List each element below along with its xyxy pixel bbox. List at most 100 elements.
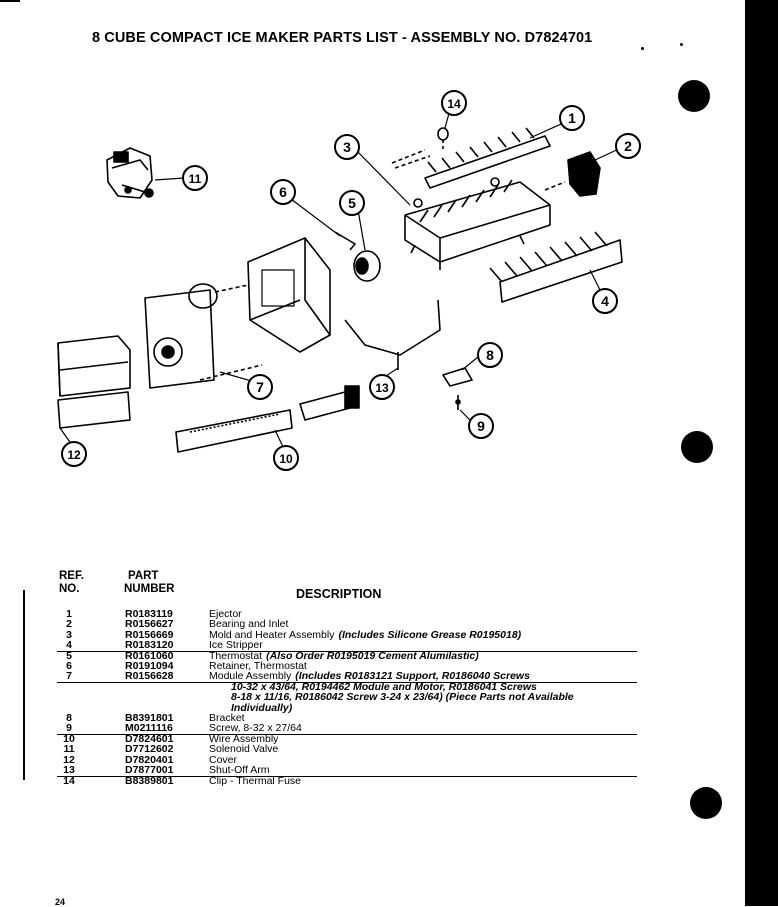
part-description: Clip - Thermal Fuse [209,774,635,787]
table-row: 12 D7820401 Cover [55,753,635,766]
callout-13: 13 [369,374,395,400]
callout-8: 8 [477,342,503,368]
description-text: Screw, 8-32 x 27/64 [209,722,302,735]
ref-number: 11 [63,743,75,756]
ref-number: 9 [66,722,72,735]
description-text: Ice Stripper [209,639,263,652]
callout-4: 4 [592,288,618,314]
callout-14: 14 [441,90,467,116]
part-description: Ice Stripper [209,639,635,652]
exploded-parts-diagram: 1 2 3 4 5 6 7 8 9 10 11 12 13 14 [57,90,641,471]
description-text: Thermostat [209,649,263,662]
svg-text:9: 9 [477,418,485,434]
svg-text:14: 14 [447,97,461,111]
part-number: R0161060 [125,649,174,662]
ref-number: 4 [66,639,72,652]
header-ref: REF.NO. [59,570,84,595]
svg-text:3: 3 [343,139,351,155]
ref-number: 14 [63,774,75,787]
part-description: Mold and Heater Assembly(Includes Silico… [209,628,635,641]
part-number: R0183120 [125,639,174,652]
ice-stripper-drawing [489,231,623,303]
part-description: Bracket [209,713,635,724]
bracket-drawing [442,367,473,387]
svg-text:11: 11 [189,172,202,186]
description-text: Mold and Heater Assembly [209,628,335,641]
ref-number [55,682,83,692]
table-row: 14 B8389801 Clip - Thermal Fuse [55,774,637,787]
binder-hole-middle [681,431,713,463]
binder-hole-bottom [690,787,722,819]
description-text: Cover [209,753,238,766]
part-number: D7824601 [125,732,174,745]
thermostat-retainer-drawing [334,231,356,251]
callout-5: 5 [339,190,365,216]
description-note: (Also Order R0195019 Cement Alumilastic) [266,649,479,662]
callout-11: 11 [182,165,208,191]
table-row: 10-32 x 43/64, R0194462 Module and Motor… [55,681,637,692]
description-text: Wire Assembly [209,732,279,745]
description-note: 8-18 x 11/16, R0186042 Screw 3-24 x 23/6… [231,691,574,704]
ref-number: 6 [66,660,72,673]
table-row: 8-18 x 11/16, R0186042 Screw 3-24 x 23/6… [55,691,635,704]
part-number: D7877001 [125,764,174,777]
part-number: D7820401 [125,753,174,766]
ejector-drawing [391,127,551,189]
svg-text:6: 6 [279,184,287,200]
page-number: 24 [55,897,66,907]
part-description: Shut-Off Arm [209,765,635,776]
part-description: Retainer, Thermostat [209,660,635,673]
thermostat-drawing [353,250,381,282]
part-description: Ejector [209,609,635,620]
part-description: Thermostat(Also Order R0195019 Cement Al… [209,649,635,662]
description-text: Clip - Thermal Fuse [209,774,301,787]
table-row: 4 R0183120 Ice Stripper [55,639,635,652]
thermal-fuse-clip-drawing [437,127,449,150]
scan-speck [641,47,644,50]
ref-number [55,692,83,702]
scan-corner-mark [0,0,20,2]
wire-assembly-drawing [175,385,360,453]
ref-number: 5 [66,649,72,662]
binder-hole-top [678,80,710,112]
part-number: R0156628 [125,670,174,683]
description-note: Individually) [231,701,293,714]
svg-text:8: 8 [486,347,494,363]
svg-text:4: 4 [601,293,609,309]
callout-label: 1 [568,110,576,126]
callout-1: 1 [559,105,585,131]
description-note: (Includes R0183121 Support, R0186040 Scr… [295,670,530,683]
part-number [83,692,209,702]
callout-6: 6 [270,179,296,205]
ref-number: 12 [63,753,75,766]
ref-number: 7 [66,670,72,683]
svg-text:10: 10 [279,452,293,466]
part-number: B8389801 [125,774,174,787]
scan-speck [680,43,683,46]
mold-heater-drawing [404,177,551,270]
callout-2: 2 [615,133,641,159]
svg-text:2: 2 [624,138,632,154]
description-text: Solenoid Valve [209,743,279,756]
callout-12: 12 [61,441,87,467]
callout-9: 9 [468,413,494,439]
ref-number: 13 [63,764,75,777]
part-number: R0156627 [125,618,174,631]
part-description: Solenoid Valve [209,743,635,756]
bearing-inlet-drawing [544,151,601,197]
binding-edge [745,0,778,906]
cover-drawing [57,335,131,429]
description-note: (Includes Silicone Grease R0195018) [338,628,522,641]
description-text: Retainer, Thermostat [209,660,307,673]
part-description: Wire Assembly [209,732,635,745]
part-description: Screw, 8-32 x 27/64 [209,722,635,735]
part-description: 10-32 x 43/64, R0194462 Module and Motor… [209,681,635,692]
screw-drawing [455,395,461,410]
